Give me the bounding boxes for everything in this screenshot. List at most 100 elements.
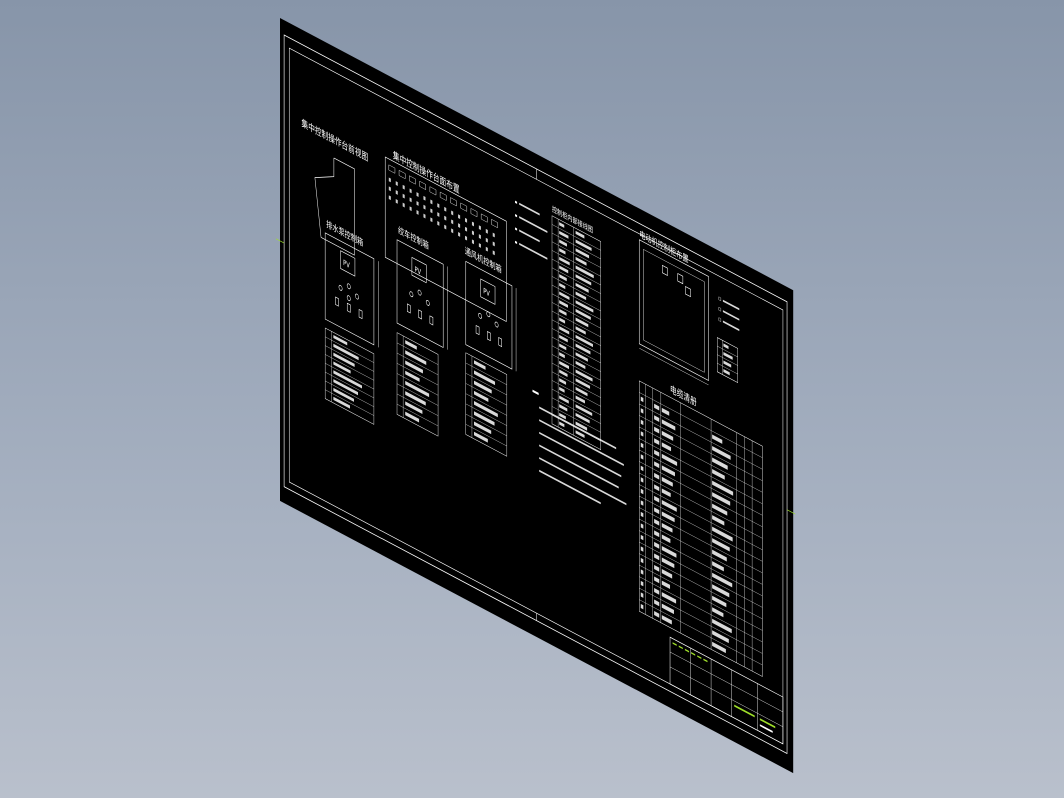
cable-table-index — [640, 396, 644, 403]
cable-table-id — [654, 599, 660, 607]
cable-table-b-cell-text — [712, 492, 731, 506]
winch-list-cell-text — [405, 370, 420, 382]
console-meter — [481, 213, 488, 223]
cable-table-b-cell-text — [712, 561, 724, 572]
console-button — [423, 195, 426, 201]
pump-list-cell-text — [333, 352, 355, 367]
cable-table-id — [654, 472, 660, 480]
cable-table-b-cell-text — [712, 572, 733, 588]
console-button — [388, 177, 391, 183]
fan-list-row-line — [465, 424, 507, 447]
fan-list-cell-text — [473, 370, 496, 386]
cable-table-id — [654, 587, 660, 595]
fan-enclosure — [465, 260, 513, 370]
cable-table-id — [654, 403, 660, 411]
wiring-table-row-line — [551, 345, 601, 372]
cable-table-id — [654, 530, 660, 538]
fan-component-list — [465, 352, 508, 457]
cable-table-row-line — [639, 587, 763, 654]
cable-table-a-cell-text — [661, 476, 673, 487]
fan-meter — [480, 278, 496, 305]
console-button — [395, 198, 398, 204]
cable-table-a-cell-text — [661, 499, 677, 512]
wiring-table-a-cell-text — [559, 334, 568, 343]
console-button — [465, 226, 468, 232]
indicator-lamp — [346, 295, 351, 302]
sheet-paper — [280, 18, 794, 774]
fan-list-row-line — [465, 403, 507, 426]
console-button — [416, 210, 419, 215]
winch-list-row-line — [397, 363, 439, 386]
console-button — [409, 188, 412, 194]
cable-table-row-line — [639, 426, 763, 493]
winch-list-row-line — [397, 373, 439, 396]
wiring-table-row-line — [551, 276, 601, 303]
control-switch — [429, 315, 434, 326]
wiring-table-row-line — [551, 336, 601, 364]
cabinet-legend-table-row-line — [717, 363, 738, 375]
winch-panel: PV — [396, 239, 448, 437]
legend-box — [718, 306, 721, 312]
wiring-table-b-cell-text — [575, 265, 594, 279]
cable-table-a-cell-text — [661, 592, 677, 604]
title-block-mark — [759, 724, 773, 733]
wiring-table-a-cell-text — [559, 239, 567, 247]
cable-table-b-cell-text — [712, 457, 728, 470]
cable-table-index — [640, 580, 644, 587]
legend-mark — [515, 213, 518, 218]
console-button — [478, 234, 481, 239]
cable-table-a-cell-text — [661, 557, 675, 569]
wiring-table-b-cell-text — [575, 412, 590, 424]
wiring-table-row-line — [551, 319, 601, 346]
cabinet-device — [685, 286, 691, 298]
cable-table-b-cell-text — [712, 549, 727, 562]
wiring-table-a-cell-text — [559, 230, 569, 239]
console-button — [388, 195, 391, 201]
console-button — [402, 193, 405, 199]
notes-block — [532, 389, 627, 506]
title-block-mark — [703, 658, 708, 663]
cable-table-index — [640, 603, 644, 610]
cable-table-id — [654, 576, 660, 584]
winch-list-cell-text — [405, 350, 427, 366]
cable-table-row-line — [639, 438, 763, 504]
dimension-line — [639, 347, 709, 386]
indicator-lamp — [355, 293, 359, 300]
pump-list-cell-text — [333, 387, 355, 402]
console-button — [451, 219, 454, 225]
console-button — [478, 225, 481, 231]
wiring-table-b-cell-text — [575, 343, 591, 355]
legend-text — [519, 242, 548, 260]
console-meter — [491, 218, 498, 229]
console-button — [485, 237, 488, 243]
fan-list-row-line — [465, 373, 507, 396]
title-block-mark — [697, 655, 702, 659]
pump-list-row-line — [325, 389, 374, 416]
cable-table-row-line — [639, 530, 763, 597]
console-meter — [409, 175, 416, 185]
console-meter — [470, 208, 478, 218]
legend-box — [718, 317, 721, 322]
cable-table-index — [640, 477, 644, 483]
control-switch — [358, 309, 363, 320]
note-line — [539, 406, 617, 450]
cable-table-row-line — [639, 484, 763, 551]
cable-table-a-cell-text — [661, 430, 674, 441]
title-block-mark — [759, 718, 776, 729]
console-button — [492, 232, 495, 238]
cable-table-index — [640, 557, 644, 564]
title-block-mark — [678, 645, 683, 650]
console-meter — [460, 202, 467, 212]
cable-table-b-cell-text — [712, 469, 725, 480]
cable-table-b-cell-text — [712, 630, 729, 644]
wiring-table-a-cell-text — [559, 326, 570, 335]
cable-table-a-cell-text — [661, 534, 671, 544]
wiring-table-a-cell-text — [559, 222, 565, 228]
console-meter — [398, 169, 406, 180]
control-switch — [335, 296, 339, 307]
cabinet-legend-table-cell-text — [723, 369, 730, 376]
center-mark-left — [275, 238, 285, 244]
pump-list-row-line — [325, 363, 374, 390]
